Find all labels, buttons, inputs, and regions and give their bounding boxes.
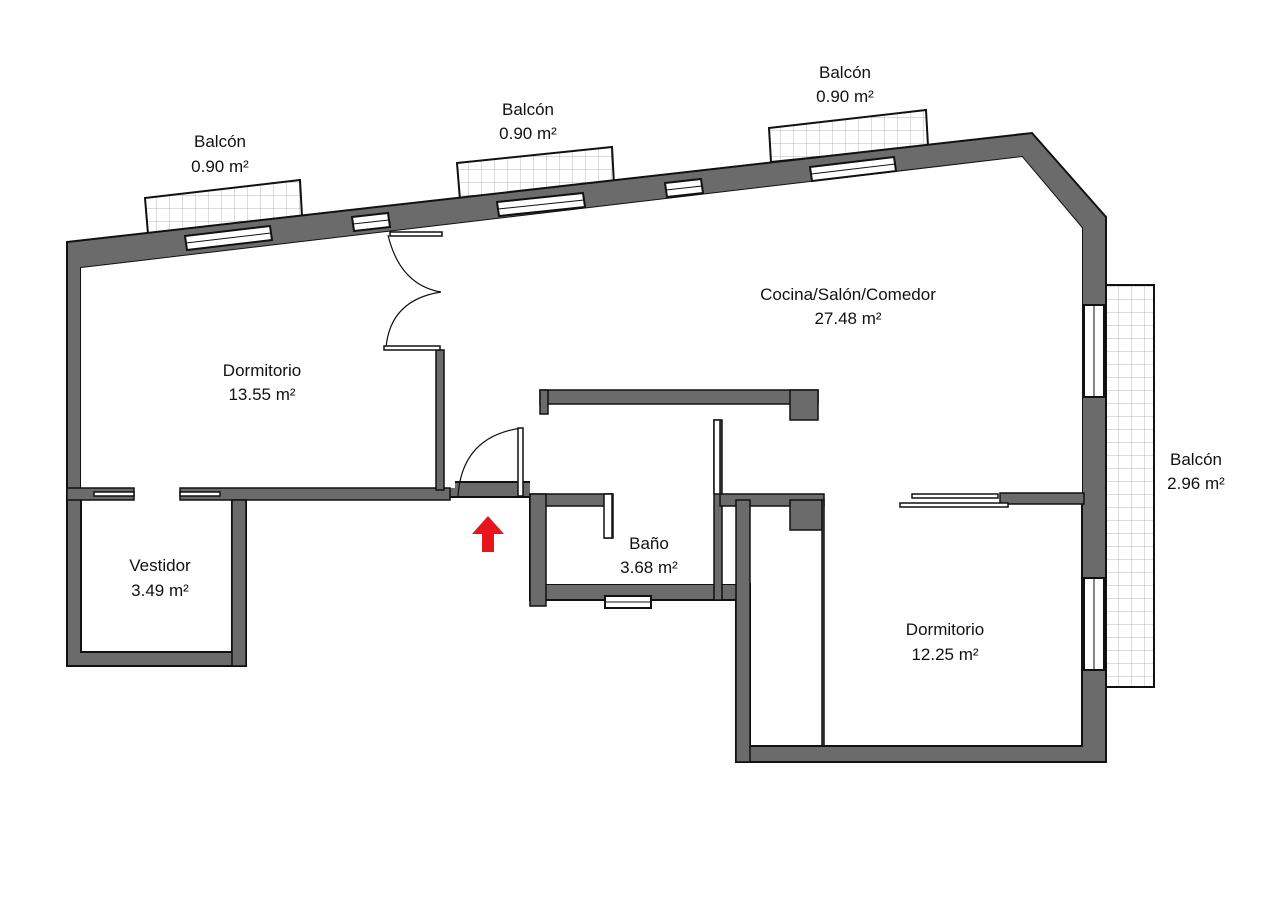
window-5 — [808, 155, 898, 183]
entrance-arrow-icon — [472, 516, 504, 552]
window-8 — [604, 595, 652, 609]
interior-walls — [66, 349, 1085, 763]
sliding-door-dormitorio-2 — [899, 493, 1009, 508]
balcony-label-4: Balcón 2.96 m² — [1167, 450, 1225, 493]
room-label-cocina: Cocina/Salón/Comedor 27.48 m² — [760, 285, 936, 328]
balcony-east — [1103, 284, 1155, 688]
window-2 — [350, 211, 392, 233]
double-door-balcony — [383, 231, 443, 351]
balcony-label-3: Balcón 0.90 m² — [816, 63, 874, 106]
svg-text:Dormitorio: Dormitorio — [906, 620, 984, 639]
window-4 — [663, 177, 705, 199]
svg-text:0.90 m²: 0.90 m² — [816, 87, 874, 106]
bath-door — [603, 419, 721, 539]
svg-text:Balcón: Balcón — [819, 63, 871, 82]
svg-text:0.90 m²: 0.90 m² — [499, 124, 557, 143]
svg-text:13.55 m²: 13.55 m² — [228, 385, 295, 404]
svg-text:Dormitorio: Dormitorio — [223, 361, 301, 380]
svg-text:0.90 m²: 0.90 m² — [191, 157, 249, 176]
room-label-dormitorio-1: Dormitorio 13.55 m² — [223, 361, 301, 404]
svg-text:Cocina/Salón/Comedor: Cocina/Salón/Comedor — [760, 285, 936, 304]
svg-text:2.96 m²: 2.96 m² — [1167, 474, 1225, 493]
sliding-door-vestidor — [93, 491, 221, 497]
entrance-door — [457, 427, 524, 497]
svg-text:3.68 m²: 3.68 m² — [620, 558, 678, 577]
room-label-dormitorio-2: Dormitorio 12.25 m² — [906, 620, 984, 664]
balcony-label-1: Balcón 0.90 m² — [191, 132, 249, 176]
svg-text:12.25 m²: 12.25 m² — [911, 645, 978, 664]
svg-text:Balcón: Balcón — [194, 132, 246, 151]
svg-text:Balcón: Balcón — [1170, 450, 1222, 469]
svg-text:Vestidor: Vestidor — [129, 556, 191, 575]
window-6 — [1083, 304, 1105, 398]
svg-text:3.49 m²: 3.49 m² — [131, 581, 189, 600]
svg-text:27.48 m²: 27.48 m² — [814, 309, 881, 328]
window-3 — [495, 191, 587, 218]
window-7 — [1083, 577, 1105, 671]
room-label-vestidor: Vestidor 3.49 m² — [129, 556, 191, 600]
window-1 — [183, 224, 274, 252]
room-label-bano: Baño 3.68 m² — [620, 534, 678, 577]
svg-text:Balcón: Balcón — [502, 100, 554, 119]
balcony-label-2: Balcón 0.90 m² — [499, 100, 557, 143]
svg-text:Baño: Baño — [629, 534, 669, 553]
